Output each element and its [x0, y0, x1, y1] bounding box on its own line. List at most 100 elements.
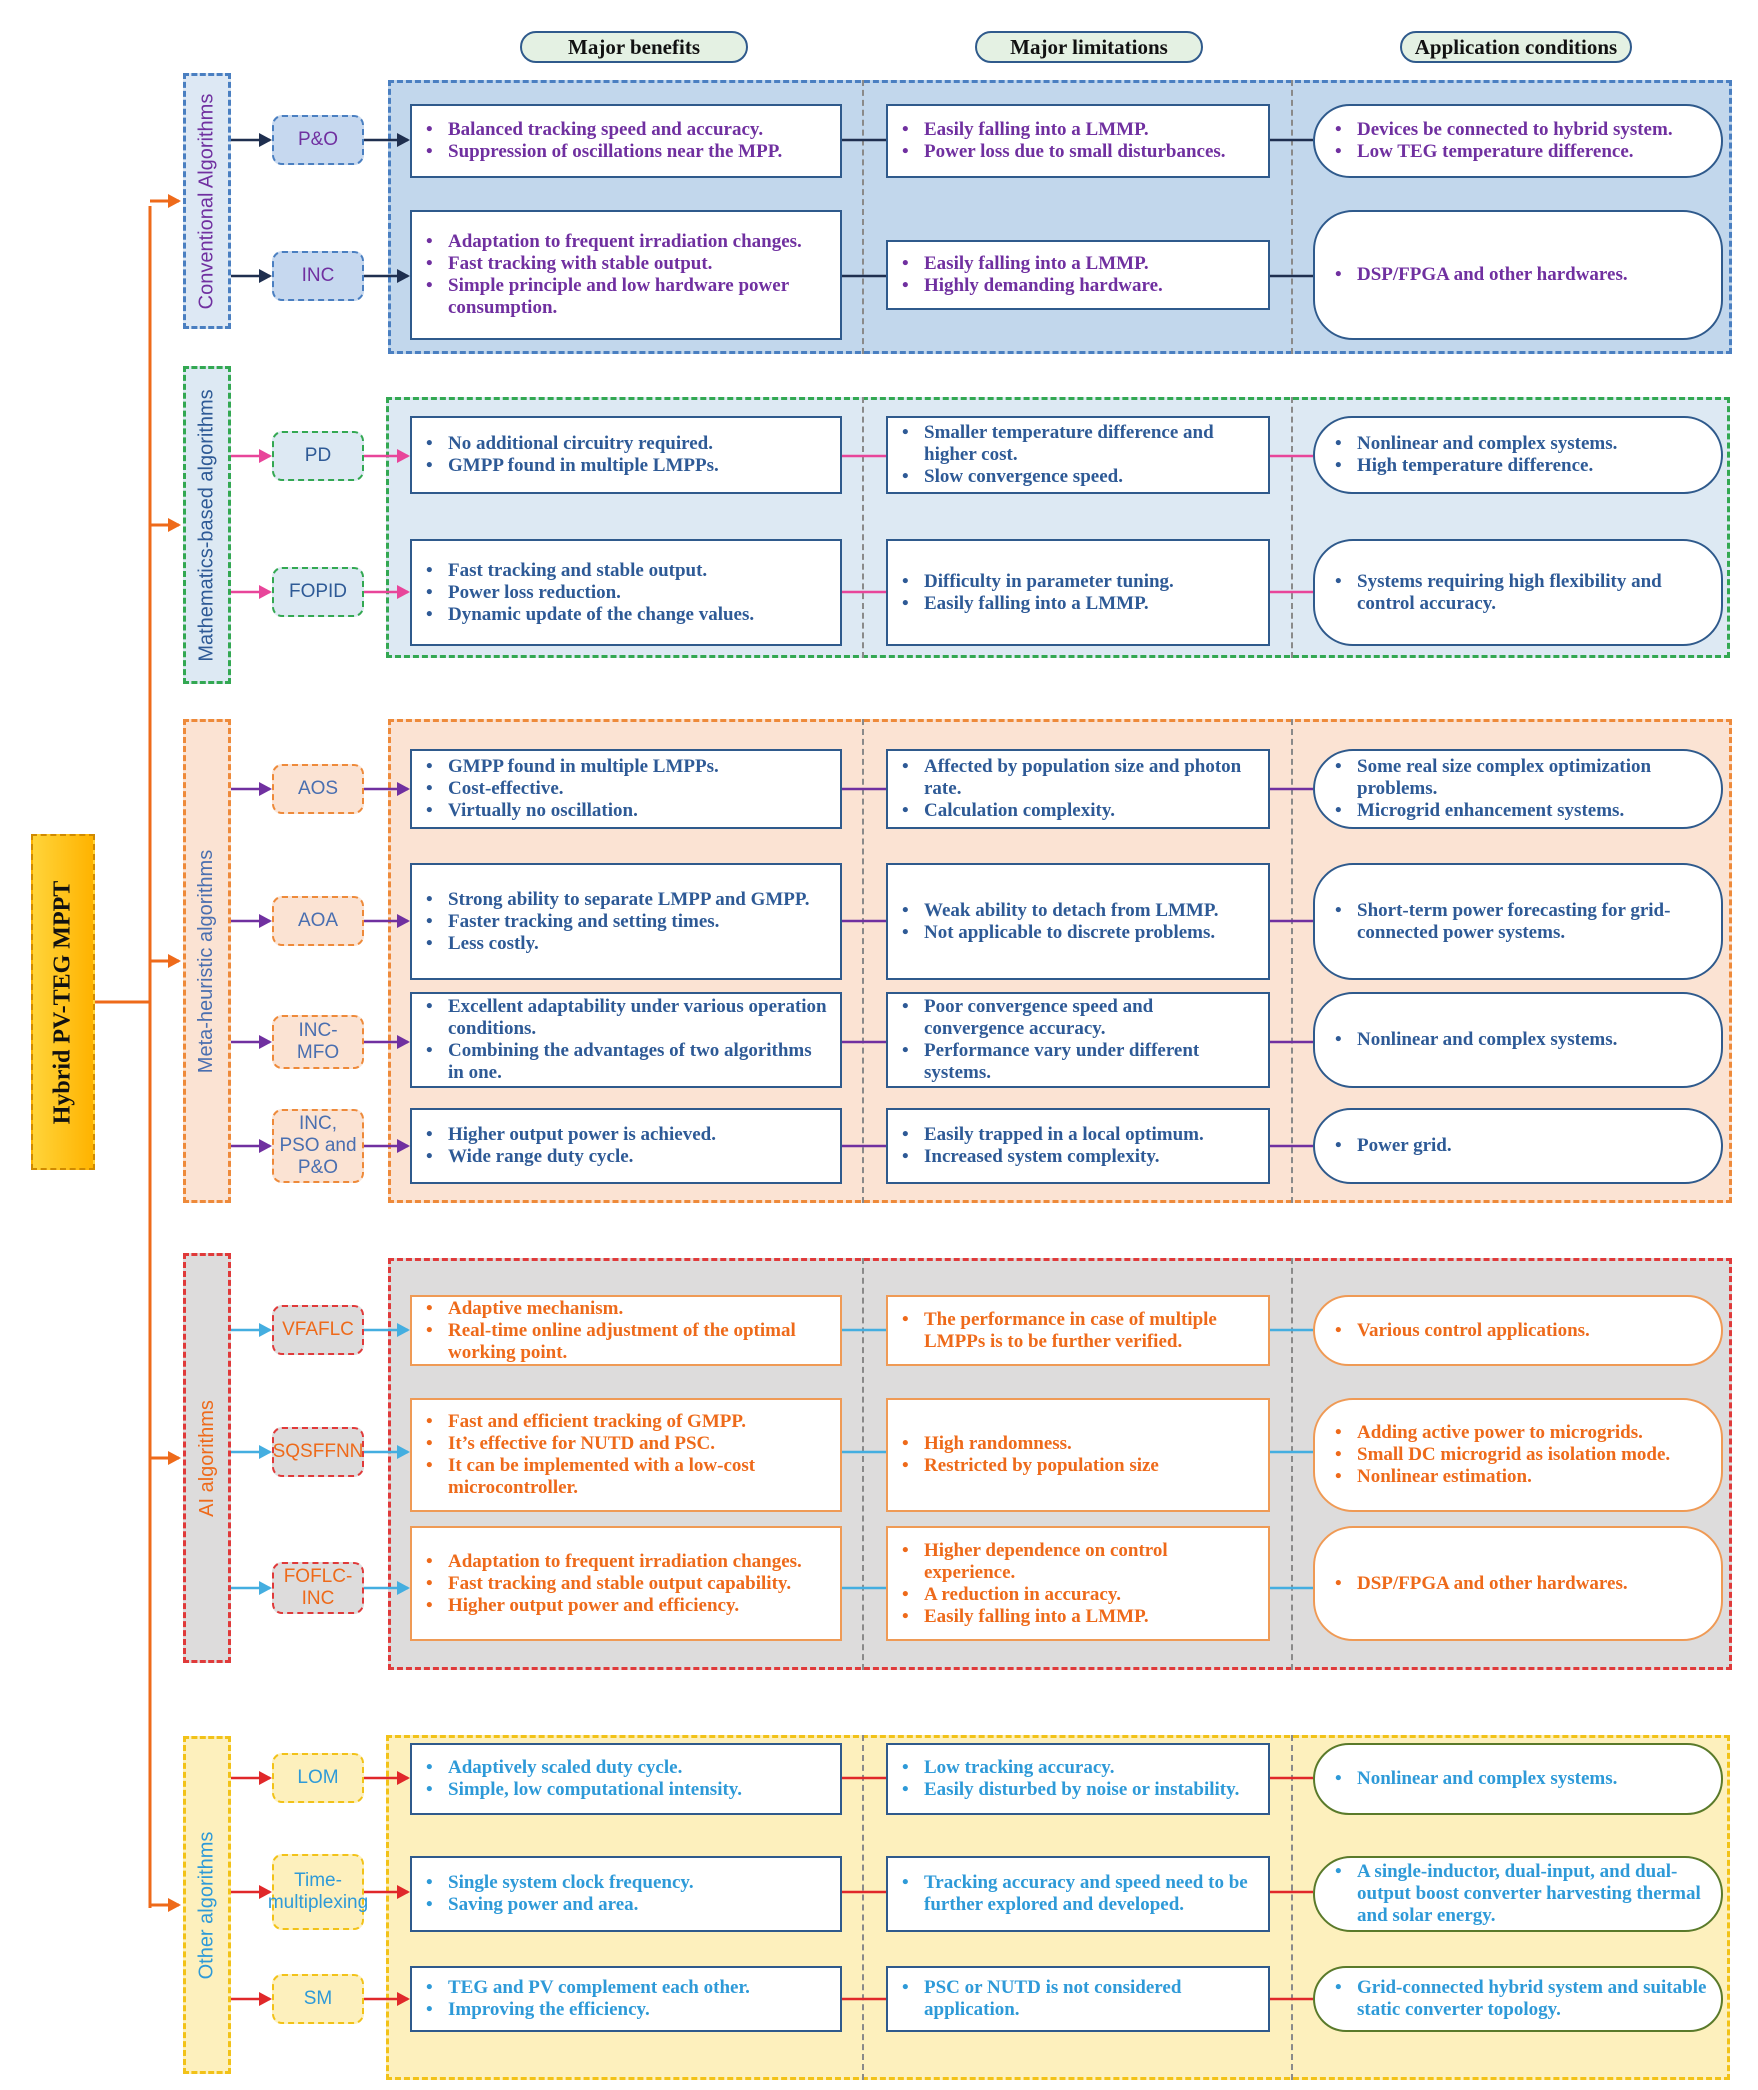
arrowhead	[259, 1139, 272, 1153]
bullet-item: Adaptive mechanism.	[420, 1298, 830, 1320]
algorithm-node-p-o: P&O	[272, 115, 364, 165]
bullet-item: Suppression of oscillations near the MPP…	[420, 141, 830, 163]
arrowhead	[259, 1445, 272, 1459]
arrowhead	[259, 449, 272, 463]
category-arrowhead	[168, 194, 181, 208]
limitations-box: Difficulty in parameter tuning.Easily fa…	[886, 539, 1270, 646]
root-label: Hybrid PV-TEG MPPT	[49, 880, 76, 1124]
bullet-item: Grid-connected hybrid system and suitabl…	[1329, 1977, 1711, 2021]
benefits-box-list: Adaptation to frequent irradiation chang…	[420, 1551, 830, 1617]
algorithm-node-foflc-inc: FOFLC- INC	[272, 1562, 364, 1614]
conditions-box-list: Adding active power to microgrids.Small …	[1329, 1422, 1711, 1488]
conditions-box: Nonlinear and complex systems.	[1313, 992, 1723, 1088]
category-label: Meta-heuristic algorithms	[195, 849, 218, 1073]
limitations-box: The performance in case of multiple LMPP…	[886, 1295, 1270, 1366]
algorithm-node-sqsffnn: SQSFFNN	[272, 1427, 364, 1477]
algorithm-label: INC	[301, 265, 335, 287]
bullet-item: Small DC microgrid as isolation mode.	[1329, 1444, 1711, 1466]
benefits-box-list: Adaptation to frequent irradiation chang…	[420, 231, 830, 319]
column-divider	[862, 1735, 864, 2080]
algorithm-node-vfaflc: VFAFLC	[272, 1305, 364, 1355]
limitations-box-list: Smaller temperature difference and highe…	[896, 422, 1258, 488]
category-arrowhead	[168, 1898, 181, 1912]
bullet-item: Power grid.	[1329, 1135, 1711, 1157]
algorithm-node-fopid: FOPID	[272, 567, 364, 617]
arrowhead	[259, 269, 272, 283]
conditions-box-list: Nonlinear and complex systems.High tempe…	[1329, 433, 1711, 477]
bullet-item: Easily falling into a LMMP.	[896, 253, 1258, 275]
limitations-box-list: Easily falling into a LMMP.Highly demand…	[896, 253, 1258, 297]
category-label: Mathematics-based algorithms	[195, 388, 218, 662]
benefits-box: Strong ability to separate LMPP and GMPP…	[410, 863, 842, 980]
conditions-box-list: Nonlinear and complex systems.	[1329, 1029, 1711, 1051]
conditions-box-list: DSP/FPGA and other hardwares.	[1329, 1573, 1711, 1595]
bullet-item: Less costly.	[420, 933, 830, 955]
bullet-item: Performance vary under different systems…	[896, 1040, 1258, 1084]
algorithm-node-sm: SM	[272, 1974, 364, 2024]
bullet-item: A reduction in accuracy.	[896, 1584, 1258, 1606]
category-label: Conventional Algorithms	[195, 93, 218, 309]
bullet-item: Calculation complexity.	[896, 800, 1258, 822]
benefits-box-list: Fast tracking and stable output.Power lo…	[420, 560, 830, 626]
algorithm-node-inc-pso-and-p-o: INC, PSO and P&O	[272, 1109, 364, 1183]
bullet-item: Nonlinear estimation.	[1329, 1466, 1711, 1488]
arrowhead	[259, 1992, 272, 2006]
bullet-item: Affected by population size and photon r…	[896, 756, 1258, 800]
bullet-item: Weak ability to detach from LMMP.	[896, 900, 1258, 922]
category-label: AI algorithms	[195, 1399, 218, 1517]
arrowhead	[259, 914, 272, 928]
bullet-item: Short-term power forecasting for grid-co…	[1329, 900, 1711, 944]
limitations-box: Easily trapped in a local optimum.Increa…	[886, 1108, 1270, 1184]
limitations-box-list: Poor convergence speed and convergence a…	[896, 996, 1258, 1084]
conditions-box-list: Some real size complex optimization prob…	[1329, 756, 1711, 822]
benefits-box: Fast tracking and stable output.Power lo…	[410, 539, 842, 646]
bullet-item: Single system clock frequency.	[420, 1872, 830, 1894]
bullet-item: Combining the advantages of two algorith…	[420, 1040, 830, 1084]
conditions-box: A single-inductor, dual-input, and dual-…	[1313, 1856, 1723, 1932]
bullet-item: Higher dependence on control experience.	[896, 1540, 1258, 1584]
bullet-item: Faster tracking and setting times.	[420, 911, 830, 933]
column-divider	[1291, 80, 1293, 354]
bullet-item: Various control applications.	[1329, 1320, 1711, 1342]
bullet-item: Systems requiring high flexibility and c…	[1329, 571, 1711, 615]
benefits-box-list: Adaptive mechanism.Real-time online adju…	[420, 1298, 830, 1364]
bullet-item: Some real size complex optimization prob…	[1329, 756, 1711, 800]
category-mathematics-based-algorithms: Mathematics-based algorithms	[183, 366, 231, 684]
conditions-box-list: Grid-connected hybrid system and suitabl…	[1329, 1977, 1711, 2021]
bullet-item: Smaller temperature difference and highe…	[896, 422, 1258, 466]
arrowhead	[259, 1581, 272, 1595]
bullet-item: Highly demanding hardware.	[896, 275, 1258, 297]
benefits-box: Single system clock frequency.Saving pow…	[410, 1856, 842, 1932]
bullet-item: It can be implemented with a low-cost mi…	[420, 1455, 830, 1499]
bullet-item: Low TEG temperature difference.	[1329, 141, 1711, 163]
bullet-item: GMPP found in multiple LMPPs.	[420, 756, 830, 778]
bullet-item: Fast tracking with stable output.	[420, 253, 830, 275]
limitations-box-list: High randomness.Restricted by population…	[896, 1433, 1258, 1477]
algorithm-node-aoa: AOA	[272, 896, 364, 946]
bullet-item: Easily falling into a LMMP.	[896, 119, 1258, 141]
bullet-item: Tracking accuracy and speed need to be f…	[896, 1872, 1258, 1916]
limitations-box: High randomness.Restricted by population…	[886, 1398, 1270, 1512]
benefits-box-list: Fast and efficient tracking of GMPP.It’s…	[420, 1411, 830, 1499]
bullet-item: Dynamic update of the change values.	[420, 604, 830, 626]
benefits-box-list: Single system clock frequency.Saving pow…	[420, 1872, 830, 1916]
category-label: Other algorithms	[195, 1831, 218, 1979]
bullet-item: Higher output power is achieved.	[420, 1124, 830, 1146]
conditions-box-list: Short-term power forecasting for grid-co…	[1329, 900, 1711, 944]
bullet-item: The performance in case of multiple LMPP…	[896, 1309, 1258, 1353]
algorithm-node-time-multiplexing: Time- multiplexing	[268, 1854, 368, 1930]
conditions-box: Systems requiring high flexibility and c…	[1313, 539, 1723, 646]
bullet-item: Higher output power and efficiency.	[420, 1595, 830, 1617]
category-meta-heuristic-algorithms: Meta-heuristic algorithms	[183, 719, 231, 1203]
conditions-box: Power grid.	[1313, 1108, 1723, 1184]
conditions-box-list: DSP/FPGA and other hardwares.	[1329, 264, 1711, 286]
benefits-box: Adaptation to frequent irradiation chang…	[410, 1526, 842, 1641]
bullet-item: Simple principle and low hardware power …	[420, 275, 830, 319]
benefits-box: No additional circuitry required.GMPP fo…	[410, 416, 842, 494]
limitations-box-list: PSC or NUTD is not considered applicatio…	[896, 1977, 1258, 2021]
category-arrowhead	[168, 518, 181, 532]
header-application-conditions: Application conditions	[1400, 31, 1632, 63]
bullet-item: Easily falling into a LMMP.	[896, 593, 1258, 615]
benefits-box-list: Excellent adaptability under various ope…	[420, 996, 830, 1084]
bullet-item: Adaptation to frequent irradiation chang…	[420, 1551, 830, 1573]
